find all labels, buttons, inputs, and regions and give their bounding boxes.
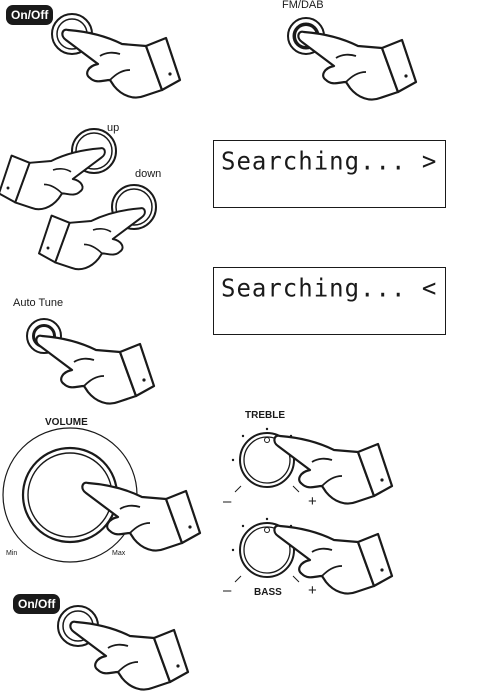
- hand-press-icon: [78, 626, 198, 694]
- hand-press-icon: [282, 530, 402, 610]
- hand-press-icon: [306, 36, 426, 116]
- hand-press-icon: [44, 340, 164, 420]
- lcd-text: Searching... >: [221, 146, 437, 175]
- hand-press-icon: [282, 440, 402, 520]
- bass-minus: –: [223, 583, 231, 598]
- hand-press-icon: [98, 152, 108, 162]
- down-label: down: [135, 168, 161, 180]
- hand-press-icon: [138, 212, 148, 222]
- lcd-text: Searching... <: [221, 273, 437, 302]
- volume-min-label: Min: [6, 550, 17, 557]
- hand-press-icon: [90, 487, 210, 567]
- auto-tune-label: Auto Tune: [13, 297, 63, 309]
- treble-label: TREBLE: [245, 410, 285, 421]
- lcd-display-searching-down: Searching... <: [213, 267, 446, 335]
- hand-press-icon: [70, 34, 190, 114]
- bass-label: BASS: [254, 587, 282, 598]
- lcd-display-searching-up: Searching... >: [213, 140, 446, 208]
- treble-minus: –: [223, 494, 231, 509]
